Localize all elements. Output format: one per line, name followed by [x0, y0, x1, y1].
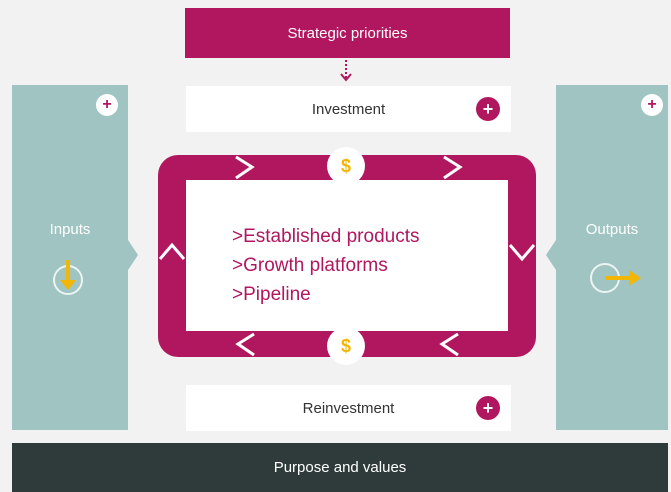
dotted-down-arrow-icon — [340, 60, 352, 82]
inputs-arrow-in-icon — [53, 260, 83, 295]
outputs-arrow-out-icon — [590, 263, 641, 293]
inputs-pointer-icon — [128, 240, 138, 270]
outputs-pointer-icon — [546, 240, 556, 270]
outputs-label: Outputs — [585, 221, 639, 238]
investment-box: Investment — [186, 86, 511, 132]
coin-bottom: $ — [327, 327, 365, 365]
reinvestment-plus-button[interactable]: + — [476, 396, 500, 420]
investment-plus-button[interactable]: + — [476, 97, 500, 121]
reinvestment-box: Reinvestment — [186, 385, 511, 431]
reinvestment-label: Reinvestment — [302, 399, 395, 417]
purpose-and-values-footer: Purpose and values — [12, 443, 668, 492]
investment-label: Investment — [311, 100, 386, 118]
list-item: >Established products — [232, 226, 420, 247]
footer-label: Purpose and values — [273, 459, 407, 476]
strategic-priorities-header: Strategic priorities — [185, 8, 510, 58]
outputs-plus-button[interactable]: + — [641, 94, 663, 116]
inputs-label: Inputs — [49, 221, 91, 238]
cycle-list: >Established products >Growth platforms … — [232, 222, 420, 309]
cycle-chevrons-icon — [158, 155, 536, 357]
dollar-icon: $ — [331, 331, 361, 361]
coin-top: $ — [327, 147, 365, 185]
cycle-inner-panel — [186, 180, 508, 331]
strategic-priorities-label: Strategic priorities — [287, 24, 408, 42]
outputs-panel — [556, 85, 668, 430]
list-item: >Growth platforms — [232, 255, 388, 276]
inputs-plus-button[interactable]: + — [96, 94, 118, 116]
list-item: >Pipeline — [232, 284, 311, 305]
dollar-icon: $ — [331, 151, 361, 181]
inputs-panel — [12, 85, 128, 430]
